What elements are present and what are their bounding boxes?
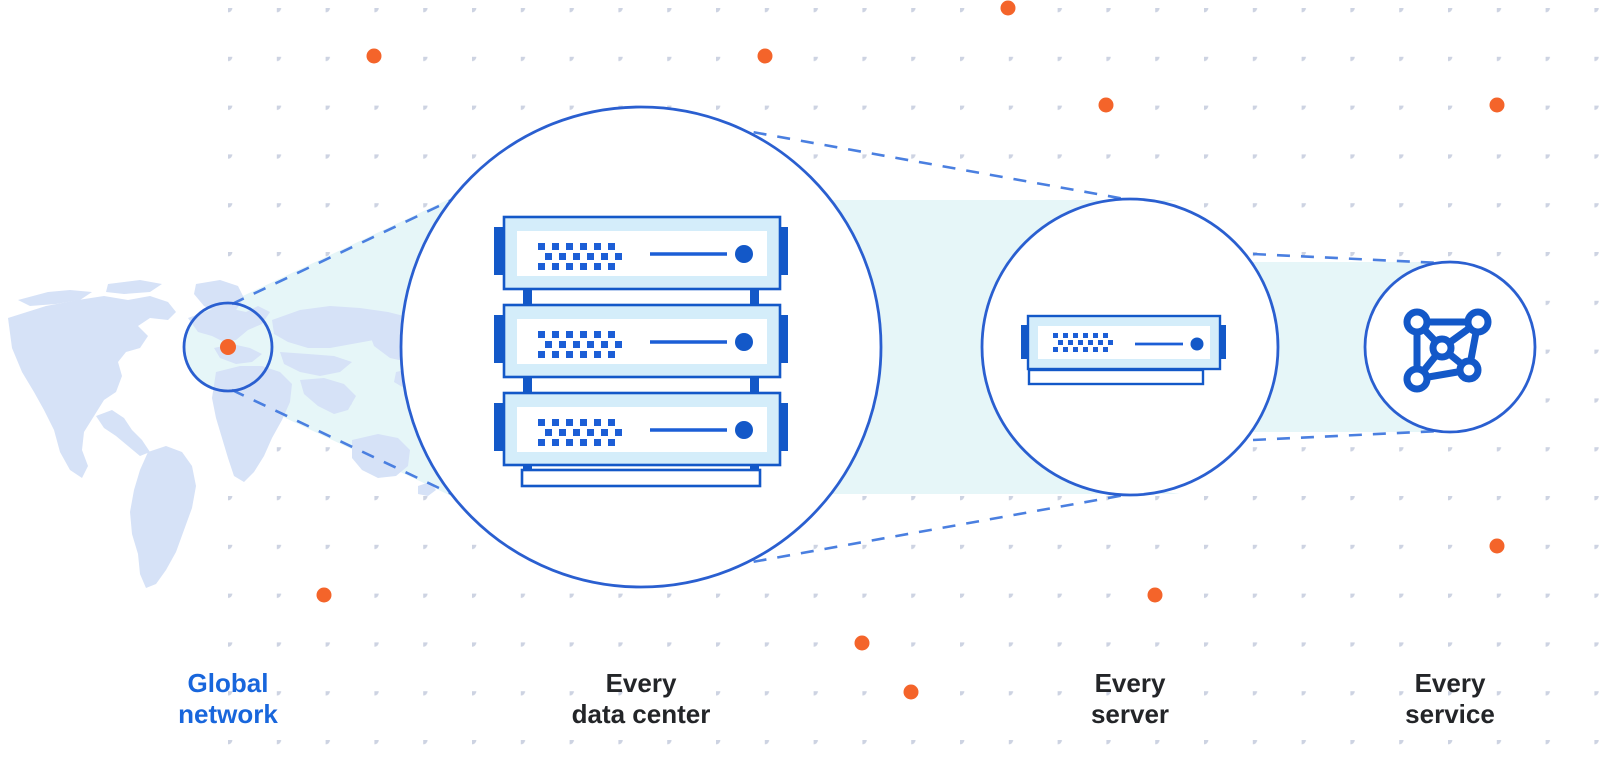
map-location-marker-icon — [220, 339, 236, 355]
dashed-line-srv-bottom — [1252, 428, 1461, 442]
server-unit-icon — [1021, 314, 1226, 386]
funnel-map-to-datacenter — [184, 107, 645, 587]
dashed-line-srv-top — [1252, 252, 1461, 266]
dashed-line-map-top — [231, 105, 649, 306]
orange-accent-dots — [316, 0, 1505, 700]
server-rack-icon — [494, 215, 788, 488]
network-mesh-icon — [1403, 308, 1492, 393]
server-circle — [980, 197, 1280, 497]
stage-label-global-network: Global network — [178, 668, 278, 729]
server-unit-2 — [494, 303, 788, 379]
map-focus-circle — [182, 301, 274, 393]
server-unit-1 — [494, 215, 788, 291]
server-unit-3 — [494, 391, 788, 467]
dashed-line-dc-top — [729, 126, 1187, 212]
funnel-datacenter-to-server — [769, 200, 1180, 494]
data-center-circle — [399, 105, 883, 589]
stage-label-every-data-center: Every data center — [571, 668, 711, 729]
dashed-line-dc-bottom — [729, 482, 1187, 568]
service-circle — [1363, 260, 1537, 434]
stage-label-every-service: Every service — [1405, 668, 1495, 729]
dashed-line-map-bottom — [231, 388, 649, 589]
stage-label-every-server: Every server — [1090, 668, 1170, 729]
dashed-connector-lines — [231, 105, 1461, 589]
